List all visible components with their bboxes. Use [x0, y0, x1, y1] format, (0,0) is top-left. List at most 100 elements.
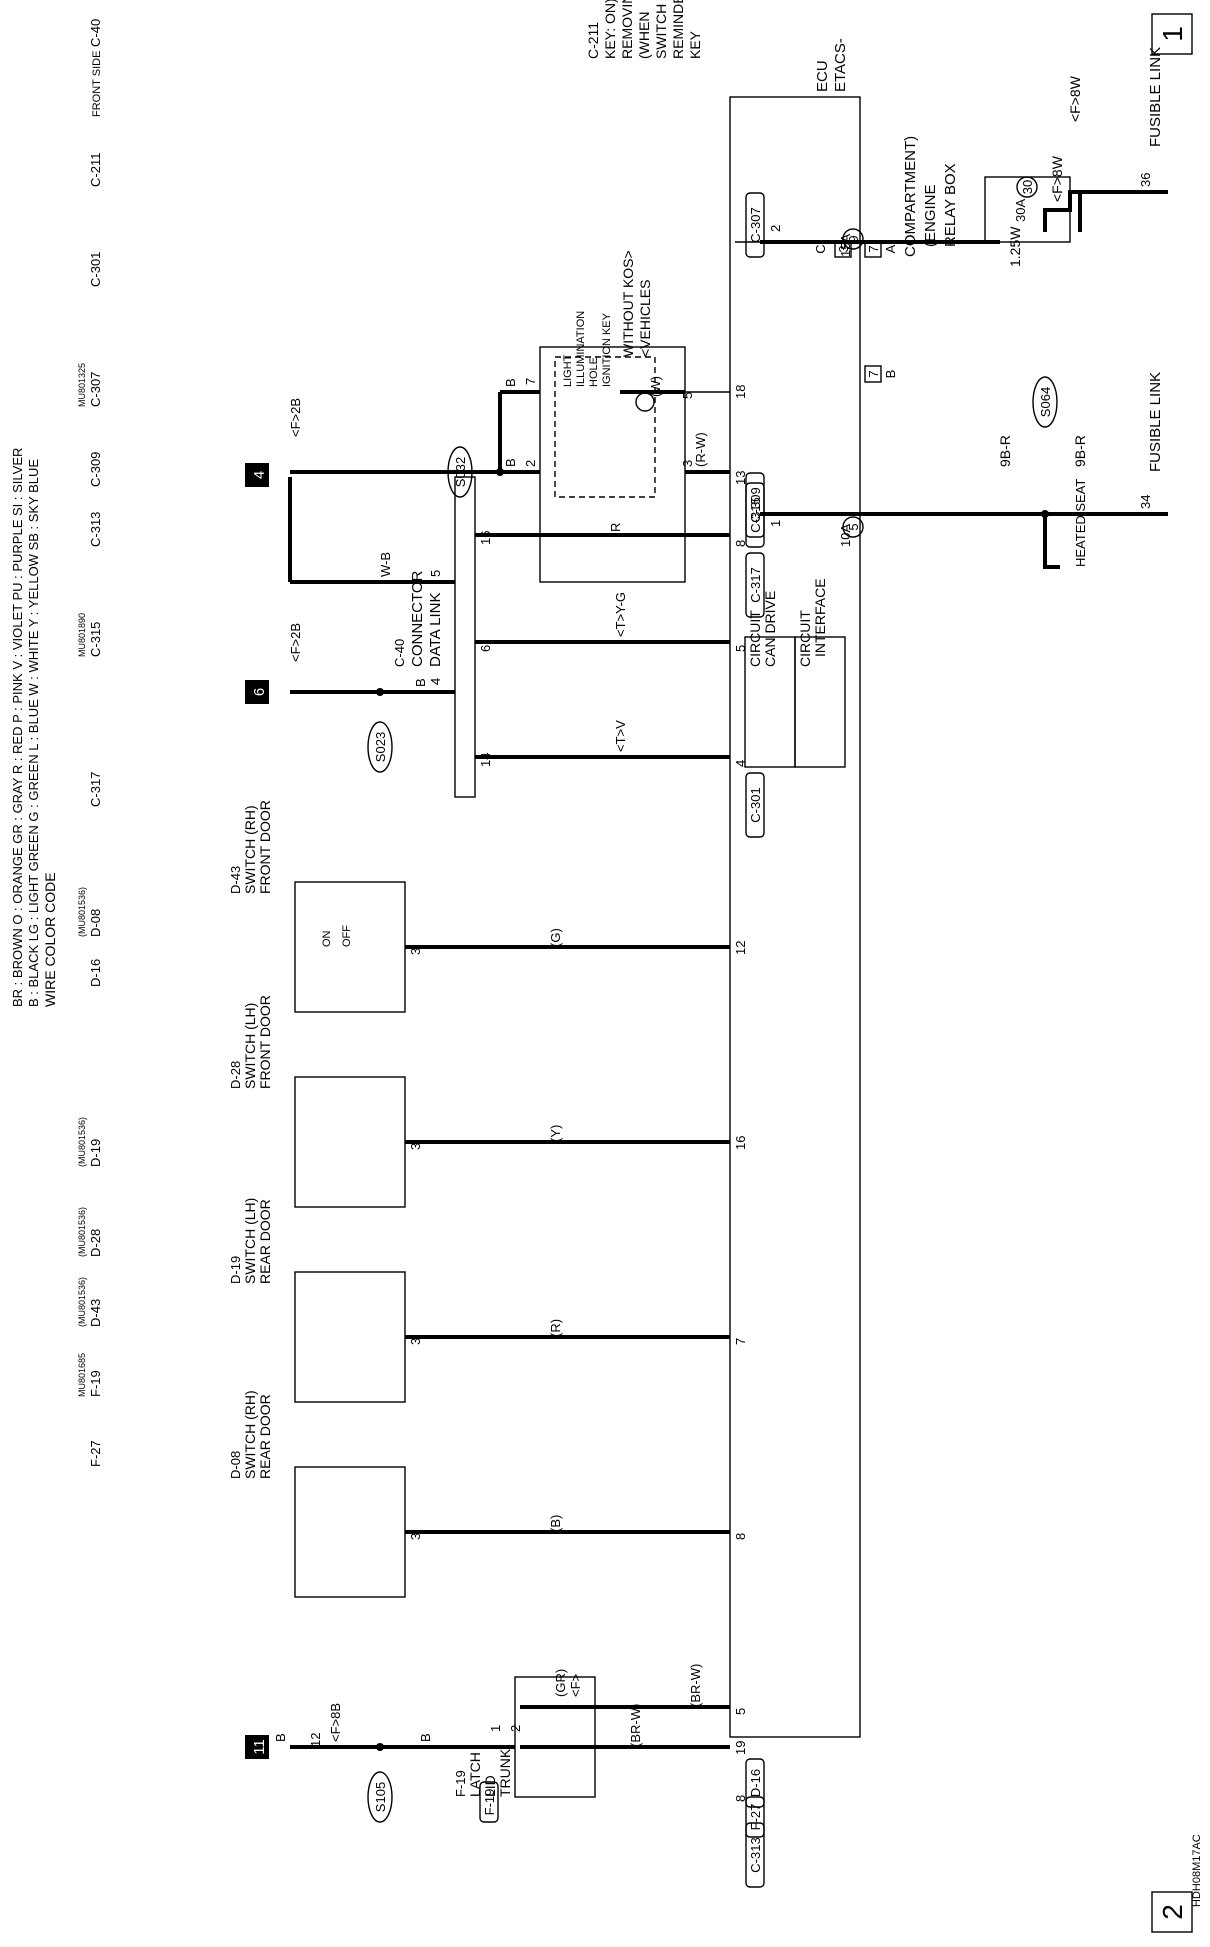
relay-box-label-3: COMPARTMENT) — [902, 136, 919, 257]
ref-7a: 7 — [866, 245, 881, 252]
pin-14-dlc: 14 — [478, 753, 493, 767]
fuse-30-circle — [1016, 176, 1038, 198]
pin-19: 19 — [733, 1741, 748, 1755]
wire-label-y: (Y) — [548, 1125, 563, 1142]
cv-d28-part: (MU801536) — [77, 1207, 87, 1257]
wire-label-125w: 1.25W — [1007, 226, 1023, 267]
etacs-label-1: ETACS- — [832, 38, 849, 92]
fuse-30-number: 30 — [1020, 180, 1035, 194]
ground-6-box — [245, 680, 269, 704]
pin-5-c301: 5 — [733, 645, 748, 652]
etacs-label-2: ECU — [814, 60, 831, 92]
ref-3: 3 — [836, 245, 851, 252]
ig-key-label-4: LIGHT — [562, 354, 574, 387]
wire-label-r-door: (R) — [548, 1319, 563, 1337]
key-reminder-label-6: KEY: ON) — [602, 0, 618, 59]
switch-on-label: ON — [321, 930, 333, 947]
ref-7b-box — [864, 365, 882, 383]
pin-2-trunk: 2 — [508, 1725, 523, 1732]
cv-c309: C-309 — [88, 452, 103, 487]
wire-f8w-a — [1078, 190, 1095, 232]
ig-key-label-3: ILLUMINATION — [575, 311, 587, 387]
wire-label-f-gr-2: (GR) — [553, 1669, 568, 1697]
cv-d43: D-43 — [88, 1299, 103, 1327]
ground-11-box — [245, 1735, 269, 1759]
pin-3-door-4: 3 — [408, 1533, 423, 1540]
cv-c313: C-313 — [88, 512, 103, 547]
wire-label-wb: W-B — [378, 552, 393, 577]
splice-s064-oval — [1032, 376, 1058, 428]
rdsw-rh-label-1: REAR DOOR — [257, 1394, 273, 1479]
connector-views: C-40 FRONT SIDE C-211 C-301 C-307 MU8013… — [77, 19, 103, 1467]
key-reminder-label-1: KEY — [687, 30, 703, 59]
ref-7a-box — [864, 240, 882, 258]
wire-color-code-row-2: BR : BROWN O : ORANGE GR : GRAY R : RED … — [10, 448, 25, 1007]
cv-c317: C-317 — [88, 772, 103, 807]
pin-16: 16 — [733, 1136, 748, 1150]
front-door-switch-rh-box — [294, 881, 406, 1013]
fdsw-rh-label-2: SWITCH (RH) — [242, 805, 258, 894]
diagram-code: HDH08M17AC — [1191, 1834, 1203, 1907]
pin-6-dlc: 6 — [478, 645, 493, 652]
cv-f27: F-27 — [88, 1440, 103, 1467]
connector-c301: C-301 — [748, 787, 763, 822]
key-reminder-switch-box — [539, 346, 686, 583]
connector-c313-box — [745, 1822, 765, 1888]
cv-front-side: FRONT SIDE — [91, 51, 103, 117]
interface-label-1: INTERFACE — [812, 578, 828, 657]
front-door-switch-lh-box — [294, 1076, 406, 1208]
pin-4-c301: 4 — [733, 760, 748, 767]
ground-4: 4 — [251, 471, 268, 479]
rdsw-rh-connector: D-08 — [228, 1451, 243, 1479]
wire-label-b-trunk: B — [418, 1733, 433, 1742]
fdsw-lh-connector: D-28 — [228, 1061, 243, 1089]
rear-door-switch-rh-box — [294, 1466, 406, 1598]
wire-label-b-4: B — [413, 678, 428, 687]
vehicles-label-1: <VEHICLES — [637, 280, 653, 357]
wire-label-b-12: B — [273, 1733, 288, 1742]
pin-2-c307: 2 — [768, 225, 783, 232]
interface-box — [794, 636, 846, 768]
page-marker-in — [1151, 13, 1193, 55]
wire-label-9br-a: 9B-R — [1072, 435, 1088, 467]
relay-box-label-2: (ENGINE — [922, 184, 939, 247]
pin-4-dlc: 4 — [428, 678, 443, 685]
connector-f27-box — [745, 1796, 765, 1838]
fuse-9-circle — [842, 228, 864, 250]
wire-label-f2b-b: <F>2B — [288, 623, 303, 662]
splice-s023: S023 — [373, 732, 388, 762]
data-link-connector-box — [454, 476, 476, 798]
pin-8-f27: 8 — [733, 1795, 748, 1802]
connector-c315-box — [745, 482, 765, 548]
pin-13: 13 — [733, 471, 748, 485]
cv-d19-part: (MU801536) — [77, 1117, 87, 1167]
cv-c211: C-211 — [88, 153, 103, 187]
wire-label-f8w-b: <F>8W — [1049, 155, 1065, 202]
vehicles-without-kos-box — [554, 356, 656, 498]
trunk-lid-latch-box — [514, 1676, 596, 1798]
fuse-30-amp: 30A — [1013, 199, 1028, 222]
wire-label-brw-a: (BR-W) — [688, 1664, 703, 1707]
cv-c307: C-307 — [88, 372, 103, 407]
cv-c315: C-315 — [88, 622, 103, 657]
switch-off-label: OFF — [341, 925, 353, 947]
fuse-9-number: 9 — [846, 235, 861, 242]
connector-c301-box — [745, 772, 765, 838]
cv-c40: C-40 — [88, 19, 103, 47]
pin-3-door-2: 3 — [408, 1143, 423, 1150]
rdsw-lh-label-1: REAR DOOR — [257, 1199, 273, 1284]
key-reminder-label-4: (WHEN — [636, 12, 652, 59]
cv-d16: D-16 — [88, 959, 103, 987]
pin-7: 7 — [733, 1338, 748, 1345]
pin-8-door: 8 — [733, 1533, 748, 1540]
fusible-link-36-label: FUSIBLE LINK — [1147, 47, 1164, 147]
fdsw-lh-label-1: FRONT DOOR — [257, 995, 273, 1089]
pin-12: 12 — [733, 941, 748, 955]
key-reminder-label-2: REMINDER — [670, 0, 686, 59]
trunk-label-1: TRUNK — [497, 1748, 513, 1797]
connector-c317: C-317 — [748, 567, 763, 602]
pin-8-c317: 8 — [733, 540, 748, 547]
key-reminder-connector: C-211 — [585, 22, 601, 59]
cv-c315-part: MU801890 — [77, 613, 87, 657]
